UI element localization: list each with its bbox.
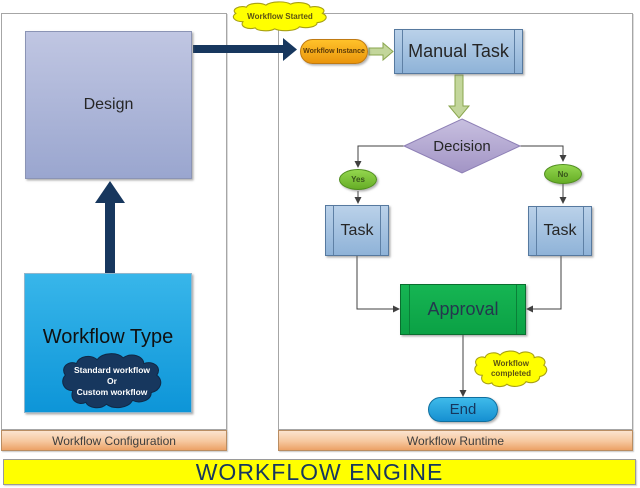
task-left-label: Task <box>340 221 374 239</box>
workflow-type-label: Workflow Type <box>42 326 174 348</box>
subprocess-stripe <box>536 207 537 255</box>
arrowhead-lefttask <box>354 197 362 204</box>
design-to-instance-arrow <box>193 38 297 61</box>
workflow-instance-label: Workflow Instance <box>303 48 365 55</box>
subprocess-stripe <box>516 285 517 334</box>
thin-connectors <box>356 145 564 390</box>
decision-label: Decision <box>433 137 491 155</box>
configuration-label: Workflow Configuration <box>52 433 176 448</box>
arrowhead-end <box>459 390 467 397</box>
design-box: Design <box>25 31 192 179</box>
title-bar: WORKFLOW ENGINE <box>3 459 636 485</box>
subprocess-stripe <box>409 285 410 334</box>
green-arrows <box>368 41 471 119</box>
cloud-shape <box>470 350 552 388</box>
workflow-completed-label: Workflow completed <box>491 359 531 379</box>
instance-to-manualtask-arrow <box>368 41 394 62</box>
connector-decision-to-no <box>520 145 564 156</box>
task-right-label: Task <box>543 222 577 239</box>
yes-branch-node: Yes <box>339 169 377 190</box>
configuration-label-bar: Workflow Configuration <box>1 430 227 451</box>
workflow-started-label: Workflow Started <box>247 12 313 21</box>
type-cloud-line1: Standard workflow <box>73 364 151 375</box>
decision-node: Decision <box>404 119 520 173</box>
subprocess-stripe <box>380 206 381 255</box>
approval-label: Approval <box>427 299 499 319</box>
completed-line2: completed <box>490 369 531 378</box>
workflow-type-box: Workflow Type <box>24 273 192 413</box>
completed-line1: Workflow <box>493 359 529 368</box>
end-node: End <box>428 397 498 422</box>
cloud-shape <box>56 352 168 410</box>
type-cloud-line2: Or <box>107 375 117 386</box>
arrowhead-yes <box>354 161 362 168</box>
subprocess-stripe <box>333 206 334 255</box>
decision-diamond <box>402 118 522 174</box>
workflow-type-cloud: Standard workflow Or Custom workflow <box>56 352 168 410</box>
no-branch-node: No <box>544 164 582 184</box>
type-cloud-line3: Custom workflow <box>76 386 148 397</box>
approval-node: Approval <box>400 284 526 335</box>
navy-arrows <box>95 38 297 274</box>
connector-righttask-to-approval <box>533 256 562 310</box>
runtime-label: Workflow Runtime <box>406 433 505 448</box>
arrowhead-approval-left <box>393 305 400 313</box>
arrowhead-righttask <box>559 197 567 204</box>
workflow-instance-node: Workflow Instance <box>300 39 368 64</box>
task-right-node: Task <box>528 206 592 256</box>
page-title: WORKFLOW ENGINE <box>195 458 444 485</box>
arrowhead-no <box>559 155 567 162</box>
arrowheads <box>354 155 567 397</box>
manual-task-node: Manual Task <box>394 29 523 74</box>
no-label: No <box>557 169 569 179</box>
manualtask-to-decision-arrow <box>447 74 471 119</box>
manual-task-label: Manual Task <box>408 41 509 61</box>
task-left-node: Task <box>325 205 389 256</box>
workflow-completed-cloud: Workflow completed <box>470 350 552 388</box>
cloud-shape <box>227 1 333 32</box>
arrowhead-approval-right <box>526 305 533 313</box>
design-label: Design <box>83 96 134 113</box>
runtime-label-bar: Workflow Runtime <box>278 430 633 451</box>
connector-lefttask-to-approval <box>356 256 393 310</box>
subprocess-stripe <box>402 30 403 73</box>
connector-decision-to-yes <box>357 145 404 162</box>
subprocess-stripe <box>514 30 515 73</box>
yes-label: Yes <box>351 175 365 184</box>
workflowtype-to-design-arrow <box>95 181 125 274</box>
subprocess-stripe <box>583 207 584 255</box>
workflow-type-cloud-text: Standard workflow Or Custom workflow <box>74 365 150 398</box>
end-label: End <box>449 401 477 418</box>
workflow-started-cloud: Workflow Started <box>227 1 333 32</box>
